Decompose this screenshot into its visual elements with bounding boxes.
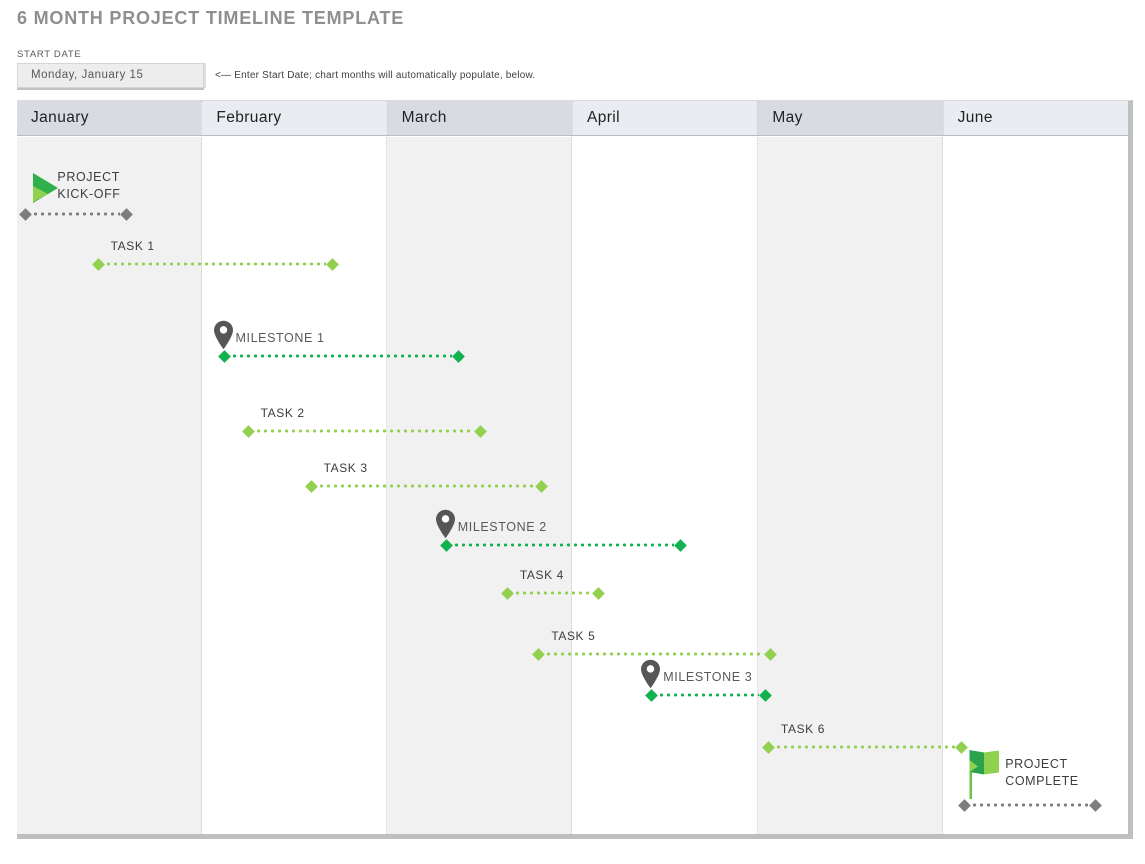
project-kickoff-play-icon	[32, 172, 59, 204]
milestone-1-line	[223, 354, 460, 358]
month-header-march: March	[386, 101, 572, 135]
page-title: 6 MONTH PROJECT TIMELINE TEMPLATE	[17, 8, 405, 28]
month-column-june	[942, 137, 1128, 834]
task-6-line	[767, 745, 963, 749]
task-2-label: TASK 2	[260, 406, 305, 420]
milestone-2-pin-icon	[435, 509, 455, 539]
task-2-line	[247, 429, 482, 433]
task-3-line	[310, 484, 543, 488]
start-date-note: <— Enter Start Date; chart months will a…	[215, 70, 536, 81]
month-header-february: February	[201, 101, 387, 135]
milestone-2-label: MILESTONE 2	[457, 520, 547, 534]
project-complete-line	[963, 803, 1096, 807]
start-date-label: START DATE	[17, 49, 82, 60]
project-kickoff-line	[24, 212, 128, 216]
month-column-april	[572, 137, 758, 834]
month-column-may	[757, 137, 943, 834]
task-6-label: TASK 6	[780, 722, 825, 736]
milestone-1-pin-icon	[213, 320, 233, 350]
task-5-line	[537, 652, 772, 656]
milestone-1-label: MILESTONE 1	[235, 331, 325, 345]
project-complete-label: PROJECT COMPLETE	[1005, 757, 1079, 788]
milestone-2-line	[445, 543, 682, 547]
task-1-label: TASK 1	[110, 239, 155, 253]
task-1-line	[97, 262, 334, 266]
month-header-january: January	[17, 101, 202, 135]
chart-body: PROJECT KICK-OFF TASK 1 MILESTONE 1 TASK 2 T…	[17, 137, 1128, 834]
milestone-3-pin-icon	[641, 659, 661, 689]
project-kickoff-label: PROJECT KICK-OFF	[57, 170, 121, 201]
project-complete-flag-icon	[967, 747, 1000, 799]
month-header-june: June	[942, 101, 1128, 135]
month-column-january	[17, 137, 203, 834]
month-header-april: April	[571, 101, 758, 135]
milestone-3-label: MILESTONE 3	[663, 670, 753, 684]
task-4-label: TASK 4	[519, 568, 564, 582]
milestone-3-line	[650, 693, 767, 697]
month-header-may: May	[757, 101, 943, 135]
task-5-label: TASK 5	[551, 629, 596, 643]
task-4-line	[506, 591, 600, 595]
start-date-input[interactable]: Monday, January 15	[17, 63, 204, 88]
task-3-label: TASK 3	[323, 461, 368, 475]
